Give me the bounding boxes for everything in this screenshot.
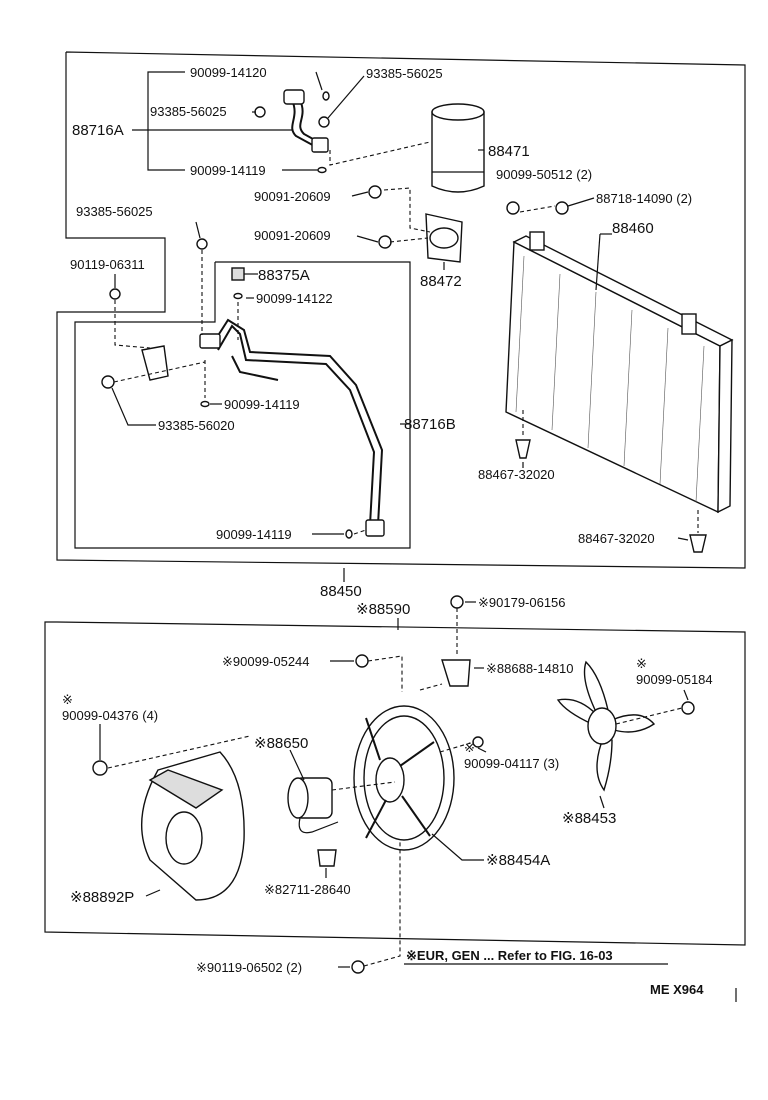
label-88718-14090: 88718-14090 (2) bbox=[596, 191, 692, 206]
figure-code: ME X964 bbox=[650, 982, 704, 997]
clamp bbox=[101, 345, 169, 389]
fan-blade bbox=[556, 660, 656, 792]
label-90099-14120: 90099-14120 bbox=[190, 65, 267, 80]
label-90099-05184: 90099-05184 bbox=[636, 672, 713, 687]
label-88460: 88460 bbox=[612, 220, 654, 237]
label-93385-56020: 93385-56020 bbox=[158, 418, 235, 433]
label-90091-20609-b: 90091-20609 bbox=[254, 228, 331, 243]
tube-88716A bbox=[283, 89, 329, 153]
label-90099-04117: 90099-04117 (3) bbox=[464, 756, 559, 771]
label-88471: 88471 bbox=[488, 143, 530, 160]
part-labels: 90099-14120 93385-56025 93385-56025 8871… bbox=[62, 65, 713, 997]
label-93385-56025-c: 93385-56025 bbox=[76, 204, 153, 219]
label-90099-14122: 90099-14122 bbox=[256, 291, 333, 306]
label-88467-32020-a: 88467-32020 bbox=[478, 467, 555, 482]
label-88650: ※88650 bbox=[254, 735, 308, 752]
label-90099-14119-c: 90099-14119 bbox=[216, 527, 292, 542]
condenser bbox=[505, 231, 734, 514]
fasteners-lower bbox=[92, 595, 695, 974]
label-90099-05184-mark: ※ bbox=[636, 656, 647, 671]
label-88590: ※88590 bbox=[356, 601, 410, 618]
dashed-guides-lower bbox=[107, 608, 683, 967]
reference-note: ※EUR, GEN ... Refer to FIG. 16-03 bbox=[406, 948, 613, 963]
label-88892P: ※88892P bbox=[70, 889, 134, 906]
label-90099-14119-b: 90099-14119 bbox=[224, 397, 300, 412]
label-90099-05244: ※90099-05244 bbox=[222, 654, 310, 669]
label-88716B: 88716B bbox=[404, 416, 456, 433]
label-88688-14810: ※88688-14810 bbox=[486, 661, 574, 676]
tube-88716B bbox=[199, 318, 385, 537]
label-88472: 88472 bbox=[420, 273, 462, 290]
fasteners-upper bbox=[109, 91, 707, 553]
fan-motor bbox=[287, 777, 339, 834]
upper-group-frame bbox=[56, 51, 746, 569]
label-93385-56025-b: 93385-56025 bbox=[150, 104, 227, 119]
label-90099-04376: 90099-04376 (4) bbox=[62, 708, 158, 723]
fan-shroud bbox=[140, 751, 245, 901]
condenser-fins bbox=[515, 255, 705, 503]
label-88375A: 88375A bbox=[258, 267, 310, 284]
label-88454A: ※88454A bbox=[486, 852, 550, 869]
label-90119-06502: ※90119-06502 (2) bbox=[196, 960, 302, 975]
label-88453: ※88453 bbox=[562, 810, 616, 827]
fan-frame bbox=[353, 705, 455, 851]
label-90119-06311: 90119-06311 bbox=[70, 257, 145, 272]
receiver-dryer bbox=[431, 103, 485, 193]
label-88716A: 88716A bbox=[72, 122, 124, 139]
label-90099-14119-a: 90099-14119 bbox=[190, 163, 266, 178]
label-88450: 88450 bbox=[320, 583, 362, 600]
dashed-guides-upper bbox=[113, 141, 699, 535]
label-90099-04376-mark: ※ bbox=[62, 692, 73, 707]
label-90099-50512: 90099-50512 (2) bbox=[496, 167, 592, 182]
label-90091-20609-a: 90091-20609 bbox=[254, 189, 331, 204]
label-93385-56025-a: 93385-56025 bbox=[366, 66, 443, 81]
label-90179-06156: ※90179-06156 bbox=[478, 595, 566, 610]
label-88467-32020-b: 88467-32020 bbox=[578, 531, 655, 546]
leader-lines bbox=[99, 71, 737, 1002]
label-82711-28640: ※82711-28640 bbox=[264, 882, 351, 897]
dryer-bracket bbox=[425, 213, 463, 263]
label-90099-04117-mark: ※ bbox=[464, 740, 475, 755]
lower-group-frame bbox=[44, 621, 746, 946]
